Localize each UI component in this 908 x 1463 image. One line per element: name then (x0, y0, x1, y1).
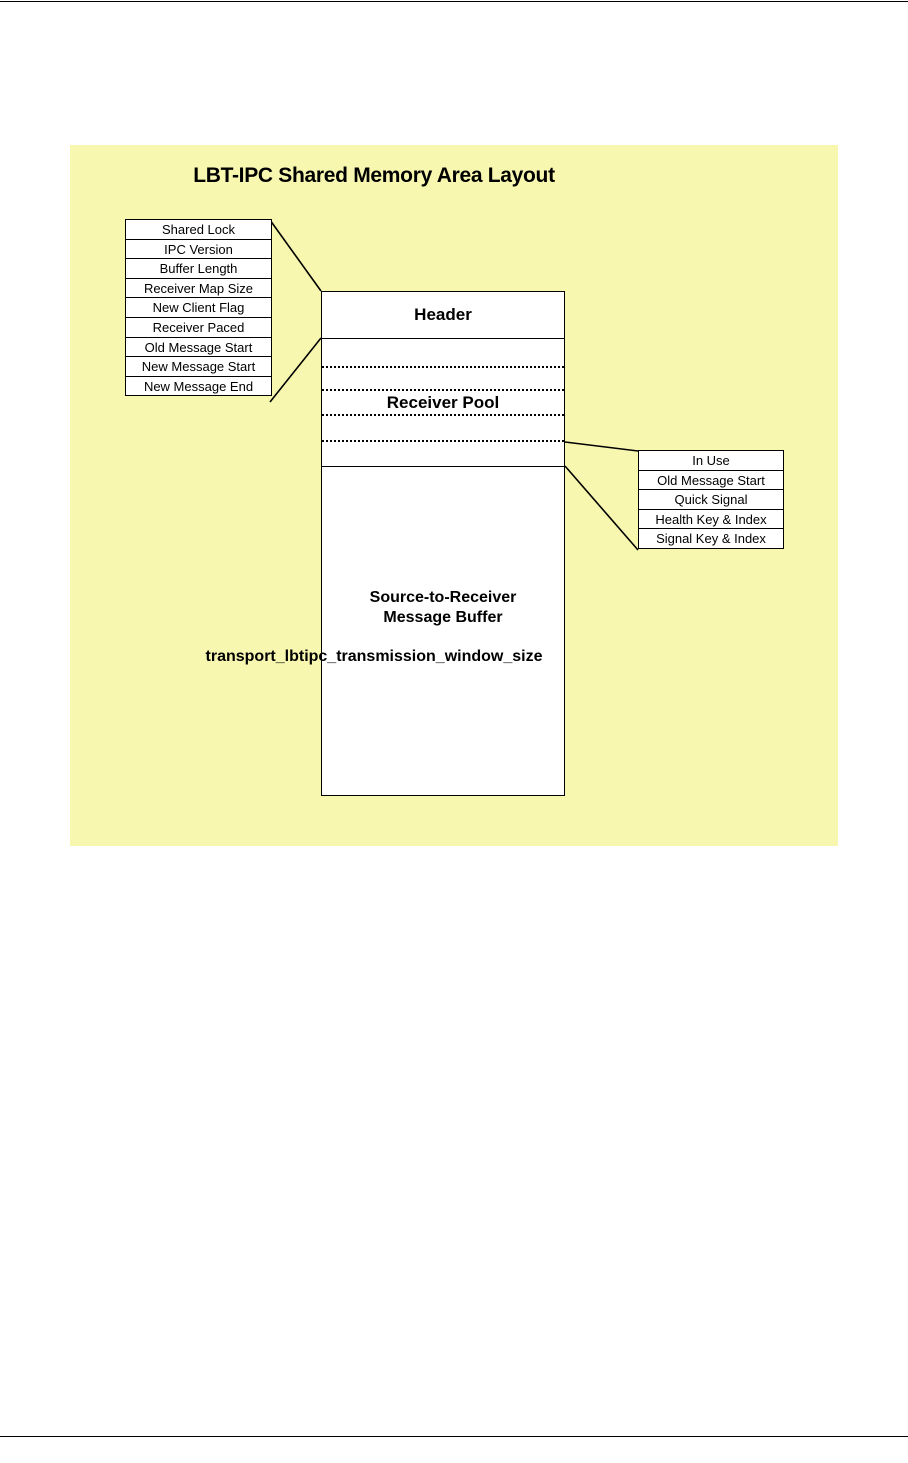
page-bottom-rule (0, 1436, 908, 1437)
header-field: Buffer Length (126, 259, 271, 279)
header-field: Old Message Start (126, 338, 271, 358)
memory-block: Header Receiver Pool Source-to-Receiver … (321, 291, 565, 796)
header-field: Receiver Paced (126, 318, 271, 338)
buffer-parameter-label: transport_lbtipc_transmission_window_siz… (205, 648, 543, 665)
connector-lines (269, 219, 639, 551)
header-field-list: Shared Lock IPC Version Buffer Length Re… (125, 219, 272, 397)
pool-divider (322, 389, 564, 391)
receiver-field: Signal Key & Index (639, 529, 783, 549)
pool-divider (322, 366, 564, 368)
pool-divider (322, 414, 564, 416)
pool-slot-bottom-connector (564, 465, 639, 551)
message-buffer-label-line1: Source-to-Receiver (369, 589, 517, 606)
pool-slot-top-connector (564, 441, 639, 452)
page-top-rule (0, 1, 908, 2)
message-buffer-label: Source-to-Receiver Message Buffer (322, 588, 564, 628)
receiver-field-list: In Use Old Message Start Quick Signal He… (638, 450, 784, 549)
header-label: Header (414, 305, 472, 324)
pool-divider (322, 440, 564, 442)
receiver-pool-section: Receiver Pool (322, 339, 564, 467)
header-top-connector (269, 219, 322, 292)
receiver-field: Quick Signal (639, 490, 783, 510)
receiver-field: Old Message Start (639, 471, 783, 491)
receiver-field: In Use (639, 451, 783, 471)
receiver-pool-label: Receiver Pool (386, 393, 500, 412)
header-bottom-connector (269, 337, 322, 403)
receiver-field: Health Key & Index (639, 510, 783, 530)
header-field: IPC Version (126, 240, 271, 260)
header-section: Header (322, 292, 564, 339)
message-buffer-label-line2: Message Buffer (383, 609, 503, 626)
shared-memory-diagram: LBT-IPC Shared Memory Area Layout Shared… (70, 145, 838, 846)
header-field: New Client Flag (126, 298, 271, 318)
header-field: Shared Lock (126, 220, 271, 240)
header-field: Receiver Map Size (126, 279, 271, 299)
header-field: New Message End (126, 377, 271, 397)
header-field: New Message Start (126, 357, 271, 377)
diagram-title: LBT-IPC Shared Memory Area Layout (193, 164, 555, 187)
